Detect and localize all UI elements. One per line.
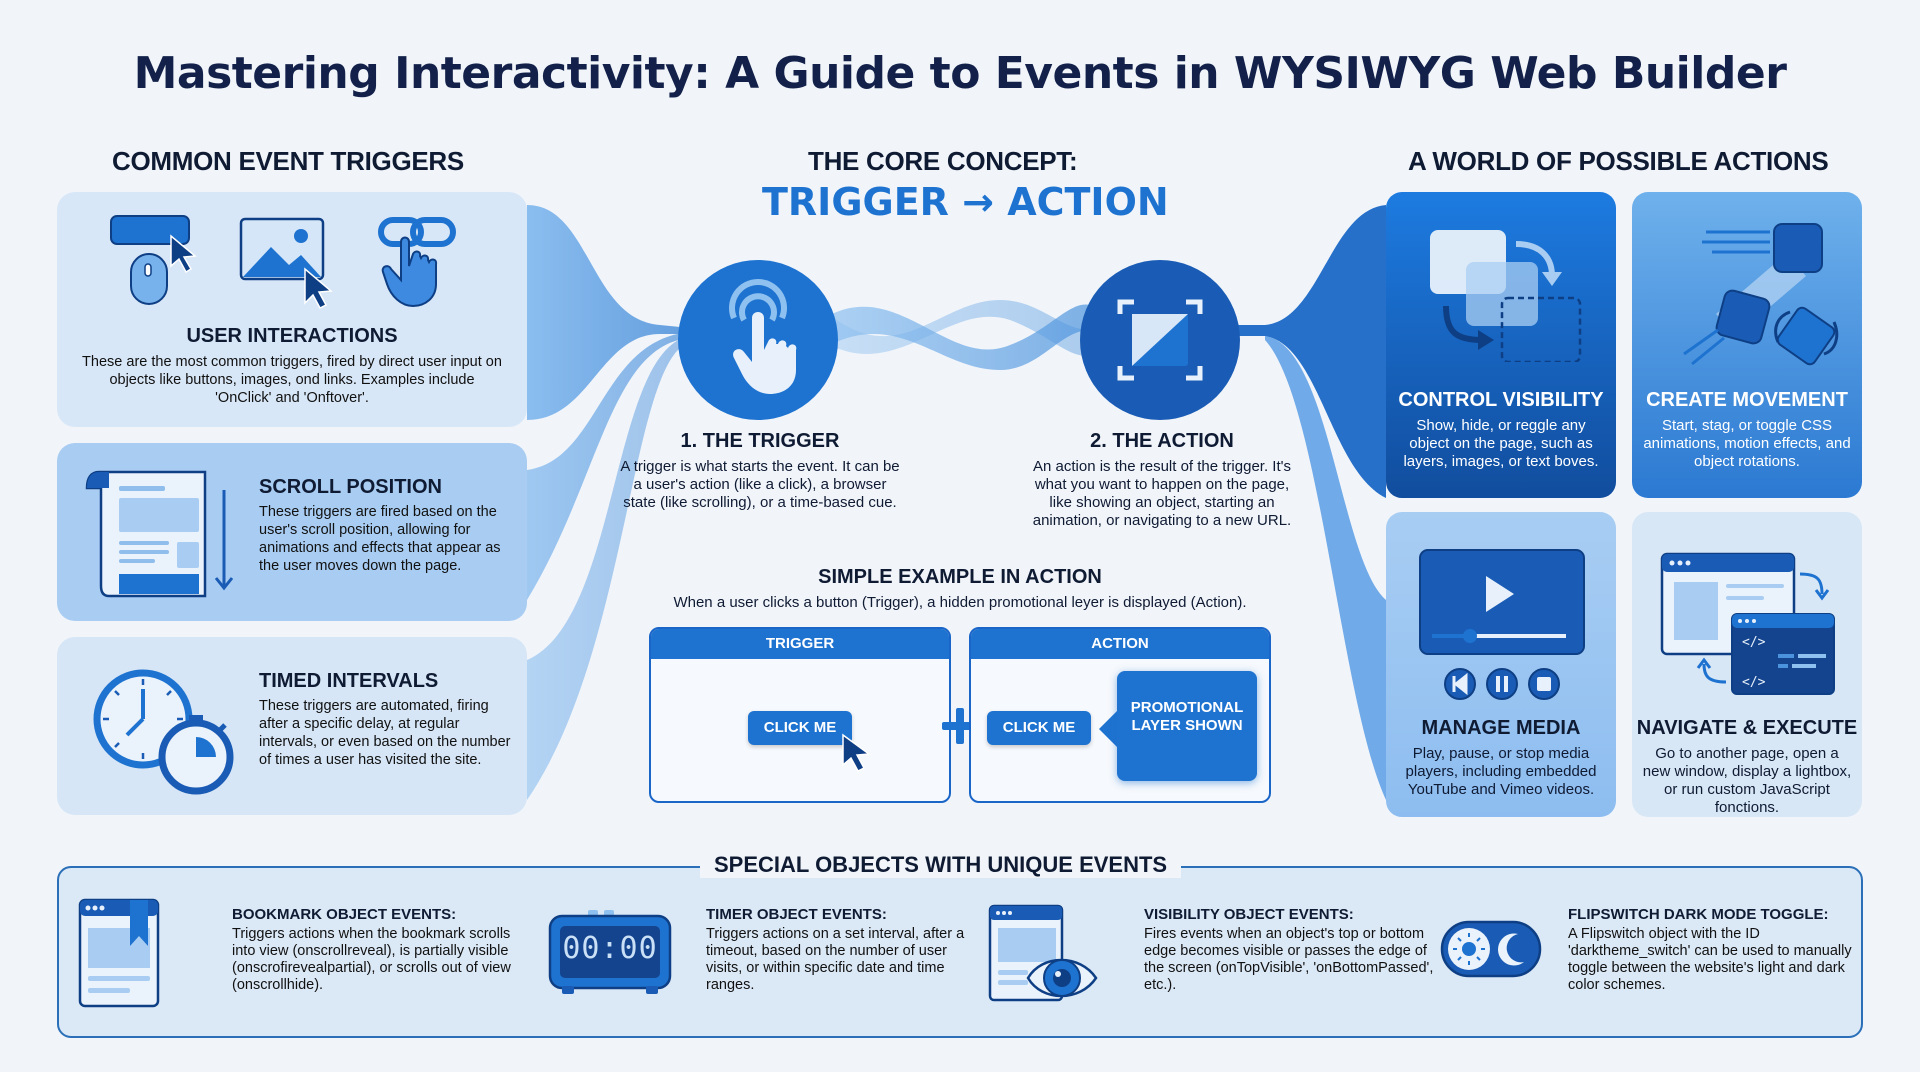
special-objects-heading: SPECIAL OBJECTS WITH UNIQUE EVENTS — [700, 852, 1182, 878]
action-card-text: Go to another page, open a new window, d… — [1642, 745, 1852, 816]
trigger-card-text: These triggers are fired based on the us… — [259, 504, 501, 574]
page-title: Mastering Interactivity: A Guide to Even… — [133, 48, 1787, 99]
action-card-navigate-execute: </> </> NAVIGATE & EXECUTE Go to another… — [1632, 512, 1862, 817]
trigger-card-user-interactions: USER INTERACTIONS These are the most com… — [57, 192, 527, 427]
svg-text:</>: </> — [1742, 675, 1766, 690]
special-item-text: Triggers actions when the bookmark scrol… — [232, 926, 511, 993]
example-text: When a user clicks a button (Trigger), a… — [673, 594, 1247, 611]
svg-text:</>: </> — [1742, 635, 1766, 650]
action-layer-icon — [1080, 260, 1240, 420]
ribbon-right-low — [1265, 336, 1386, 800]
trigger-tap-icon — [678, 260, 838, 420]
click-me-button[interactable]: CLICK ME — [748, 711, 852, 745]
bookmark-window-icon — [78, 898, 160, 1008]
cursor-icon — [842, 733, 872, 772]
example-trigger-box: TRIGGER CLICK ME — [649, 627, 951, 803]
step-action-heading: 2. THE ACTION — [1090, 430, 1234, 452]
image-cursor-icon — [239, 217, 333, 309]
action-card-text: Play, pause, or stop media players, incl… — [1405, 745, 1597, 798]
ribbon-left-mid — [527, 332, 690, 600]
flipswitch-toggle-icon[interactable] — [1440, 920, 1542, 978]
action-card-heading: NAVIGATE & EXECUTE — [1636, 717, 1858, 739]
actions-heading: A WORLD OF POSSIBLE ACTIONS — [1408, 146, 1829, 176]
core-heading: THE CORE CONCEPT: — [808, 146, 1078, 176]
action-card-text: Show, hide, or reggle any object on the … — [1403, 417, 1599, 470]
trigger-card-heading: SCROLL POSITION — [259, 476, 442, 498]
action-card-create-movement: CREATE MOVEMENT Start, stag, or toggle C… — [1632, 192, 1862, 498]
click-me-button[interactable]: CLICK ME — [987, 711, 1091, 745]
clock-stopwatch-icon — [93, 669, 234, 795]
action-card-heading: CONTROL VISIBILITY — [1398, 389, 1604, 411]
action-card-control-visibility: CONTROL VISIBILITY Show, hide, or reggle… — [1386, 192, 1616, 498]
scroll-page-icon — [85, 470, 234, 598]
timer-display-icon: 00:00 — [548, 910, 672, 996]
example-heading: SIMPLE EXAMPLE IN ACTION — [818, 566, 1102, 588]
example-trigger-label: TRIGGER — [651, 629, 949, 659]
step-trigger-heading: 1. THE TRIGGER — [680, 430, 840, 452]
ribbon-left-top — [527, 205, 690, 420]
layers-visibility-icon — [1430, 230, 1582, 362]
trigger-card-scroll-position: SCROLL POSITION These triggers are fired… — [57, 443, 527, 621]
link-hand-icon — [378, 217, 456, 308]
core-subheading: TRIGGER → ACTION — [762, 180, 1169, 224]
example-action-box: ACTION CLICK ME PROMOTIONAL LAYER SHOWN — [969, 627, 1271, 803]
callout-pointer — [1099, 709, 1119, 749]
movement-icon — [1683, 223, 1839, 366]
special-item-heading: FLIPSWITCH DARK MODE TOGGLE: — [1568, 906, 1829, 923]
action-card-manage-media: MANAGE MEDIA Play, pause, or stop media … — [1386, 512, 1616, 817]
action-card-heading: CREATE MOVEMENT — [1646, 389, 1848, 411]
ribbon-right-top — [1238, 205, 1386, 498]
special-item-heading: TIMER OBJECT EVENTS: — [706, 906, 887, 923]
special-item-heading: BOOKMARK OBJECT EVENTS: — [232, 906, 457, 923]
special-objects-panel — [57, 866, 1863, 1038]
trigger-card-text: These triggers are automated, firing aft… — [259, 698, 511, 768]
promotional-layer: PROMOTIONAL LAYER SHOWN — [1117, 671, 1257, 781]
action-card-heading: MANAGE MEDIA — [1421, 717, 1581, 739]
trigger-card-heading: TIMED INTERVALS — [259, 670, 439, 692]
trigger-card-timed-intervals: TIMED INTERVALS These triggers are autom… — [57, 637, 527, 815]
trigger-card-text: These are the most common triggers, fire… — [82, 354, 502, 406]
step-action-text: An action is the result of the trigger. … — [1032, 458, 1292, 529]
special-item-heading: VISIBILITY OBJECT EVENTS: — [1144, 906, 1354, 923]
triggers-heading: COMMON EVENT TRIGGERS — [112, 146, 464, 176]
trigger-card-heading: USER INTERACTIONS — [186, 325, 398, 347]
wave-ribbon-1 — [830, 304, 1090, 370]
special-item-text: A Flipswitch object with the ID 'darkthe… — [1568, 926, 1852, 993]
visibility-eye-icon — [988, 904, 1098, 1002]
button-mouse-cursor-icon — [110, 215, 197, 305]
special-item-text: Fires events when an object's top or bot… — [1144, 926, 1434, 993]
navigate-code-icon: </> </> — [1660, 552, 1835, 695]
example-action-label: ACTION — [971, 629, 1269, 659]
step-trigger-text: A trigger is what starts the event. It c… — [620, 458, 900, 511]
timer-display-value: 00:00 — [562, 931, 658, 966]
ribbon-left-low — [527, 336, 690, 800]
media-player-icon — [1419, 549, 1585, 700]
action-card-text: Start, stag, or toggle CSS animations, m… — [1643, 417, 1851, 470]
special-item-text: Triggers actions on a set interval, afte… — [706, 926, 965, 993]
wave-ribbon-2 — [830, 300, 1090, 356]
